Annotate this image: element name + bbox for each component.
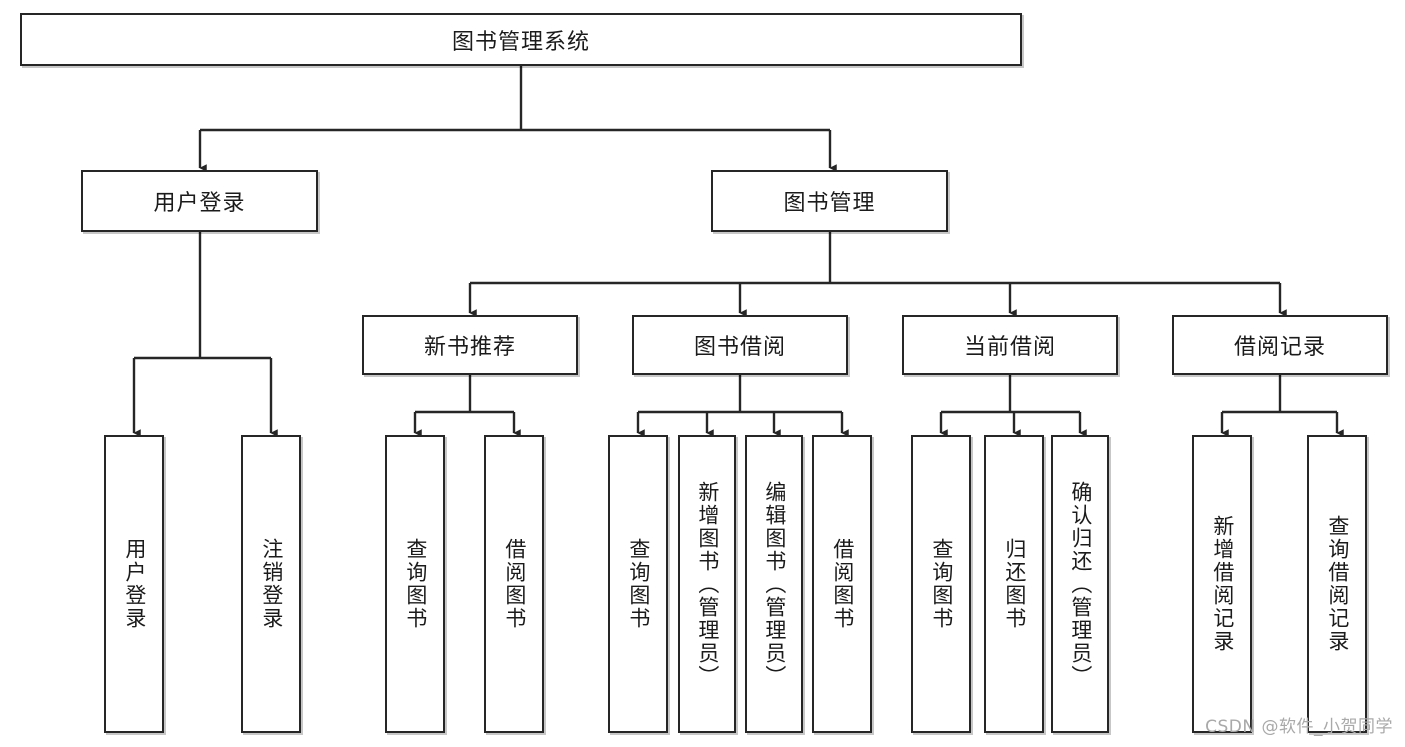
node-leaf-query-book-1[interactable]: 查询图书	[385, 435, 445, 733]
node-label: 新增借阅记录	[1210, 515, 1235, 653]
node-user-login[interactable]: 用户登录	[81, 170, 318, 232]
node-book-manage[interactable]: 图书管理	[711, 170, 948, 232]
node-leaf-query-record[interactable]: 查询借阅记录	[1307, 435, 1367, 733]
node-label: 借阅图书	[502, 538, 527, 630]
node-leaf-edit-book[interactable]: 编辑图书（管理员）	[745, 435, 803, 733]
watermark-text: CSDN @软件_小贺同学	[1205, 717, 1393, 737]
node-root[interactable]: 图书管理系统	[20, 13, 1022, 66]
node-label: 查询图书	[626, 538, 651, 630]
node-label: 查询借阅记录	[1325, 515, 1350, 653]
node-label: 用户登录	[122, 538, 147, 630]
node-label: 图书管理	[783, 191, 876, 216]
node-leaf-add-book[interactable]: 新增图书（管理员）	[678, 435, 736, 733]
node-leaf-add-record[interactable]: 新增借阅记录	[1192, 435, 1252, 733]
node-book-borrow[interactable]: 图书借阅	[632, 315, 848, 375]
node-borrow-record[interactable]: 借阅记录	[1172, 315, 1388, 375]
node-label: 查询图书	[403, 538, 428, 630]
node-leaf-query-book-2[interactable]: 查询图书	[608, 435, 668, 733]
node-label: 用户登录	[153, 191, 246, 216]
node-leaf-borrow-book-2[interactable]: 借阅图书	[812, 435, 872, 733]
node-new-book-rec[interactable]: 新书推荐	[362, 315, 578, 375]
node-leaf-user-logout[interactable]: 注销登录	[241, 435, 301, 733]
node-label: 当前借阅	[963, 335, 1056, 360]
node-label: 新书推荐	[423, 335, 516, 360]
node-leaf-query-book-3[interactable]: 查询图书	[911, 435, 971, 733]
node-label: 确认归还（管理员）	[1068, 480, 1093, 688]
node-label: 借阅图书	[830, 538, 855, 630]
node-label: 新增图书（管理员）	[695, 480, 720, 688]
node-leaf-user-login[interactable]: 用户登录	[104, 435, 164, 733]
node-label: 编辑图书（管理员）	[762, 480, 787, 688]
node-label: 注销登录	[259, 538, 284, 630]
node-label: 查询图书	[929, 538, 954, 630]
node-label: 图书管理系统	[451, 29, 590, 55]
node-leaf-confirm-return[interactable]: 确认归还（管理员）	[1051, 435, 1109, 733]
node-label: 借阅记录	[1233, 335, 1326, 360]
node-leaf-borrow-book-1[interactable]: 借阅图书	[484, 435, 544, 733]
node-label: 图书借阅	[693, 335, 786, 360]
node-leaf-return-book[interactable]: 归还图书	[984, 435, 1044, 733]
node-current-borrow[interactable]: 当前借阅	[902, 315, 1118, 375]
node-label: 归还图书	[1002, 538, 1027, 630]
